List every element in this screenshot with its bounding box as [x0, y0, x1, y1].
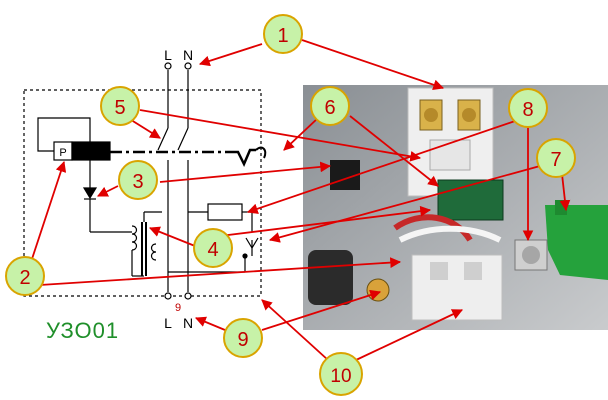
callout-6: 6: [310, 86, 350, 126]
svg-text:7: 7: [550, 149, 561, 171]
test-resistor: [207, 203, 243, 221]
switch-contact-L: [157, 127, 169, 151]
callout-2: 2: [5, 256, 45, 296]
small-label-9: 9: [175, 302, 181, 314]
enclosure-outline: [23, 89, 262, 297]
device-photo: [303, 85, 608, 330]
svg-text:2: 2: [19, 267, 30, 289]
callout-9: 9: [223, 318, 263, 358]
callout-5: 5: [100, 86, 140, 126]
switch-contact-N: [177, 127, 189, 151]
svg-text:6: 6: [324, 97, 335, 119]
terminal-label-L-bottom: L: [164, 315, 172, 331]
transformer-primary: [150, 243, 157, 261]
diagram-title: УЗО01: [46, 318, 120, 343]
transformer-secondary: [131, 225, 138, 251]
callout-1: 1: [263, 14, 303, 54]
svg-text:9: 9: [237, 329, 248, 351]
terminal-label-L-top: L: [164, 47, 172, 63]
terminal-label-N-top: N: [183, 47, 193, 63]
svg-text:10: 10: [330, 366, 351, 387]
callout-arrows: [29, 39, 571, 361]
callout-8: 8: [508, 88, 548, 128]
callout-7: 7: [536, 138, 576, 178]
svg-text:3: 3: [132, 171, 143, 193]
relay-coil: [71, 141, 111, 161]
callout-10: 10: [319, 352, 363, 396]
terminal-label-N-bottom: N: [183, 315, 193, 331]
latch-mechanism: [232, 148, 256, 167]
svg-text:5: 5: [114, 97, 125, 119]
callout-4: 4: [193, 228, 233, 268]
relay-label: P: [59, 147, 66, 159]
svg-text:4: 4: [207, 239, 218, 261]
callout-3: 3: [118, 160, 158, 200]
svg-text:1: 1: [277, 25, 288, 47]
svg-text:8: 8: [522, 99, 533, 121]
